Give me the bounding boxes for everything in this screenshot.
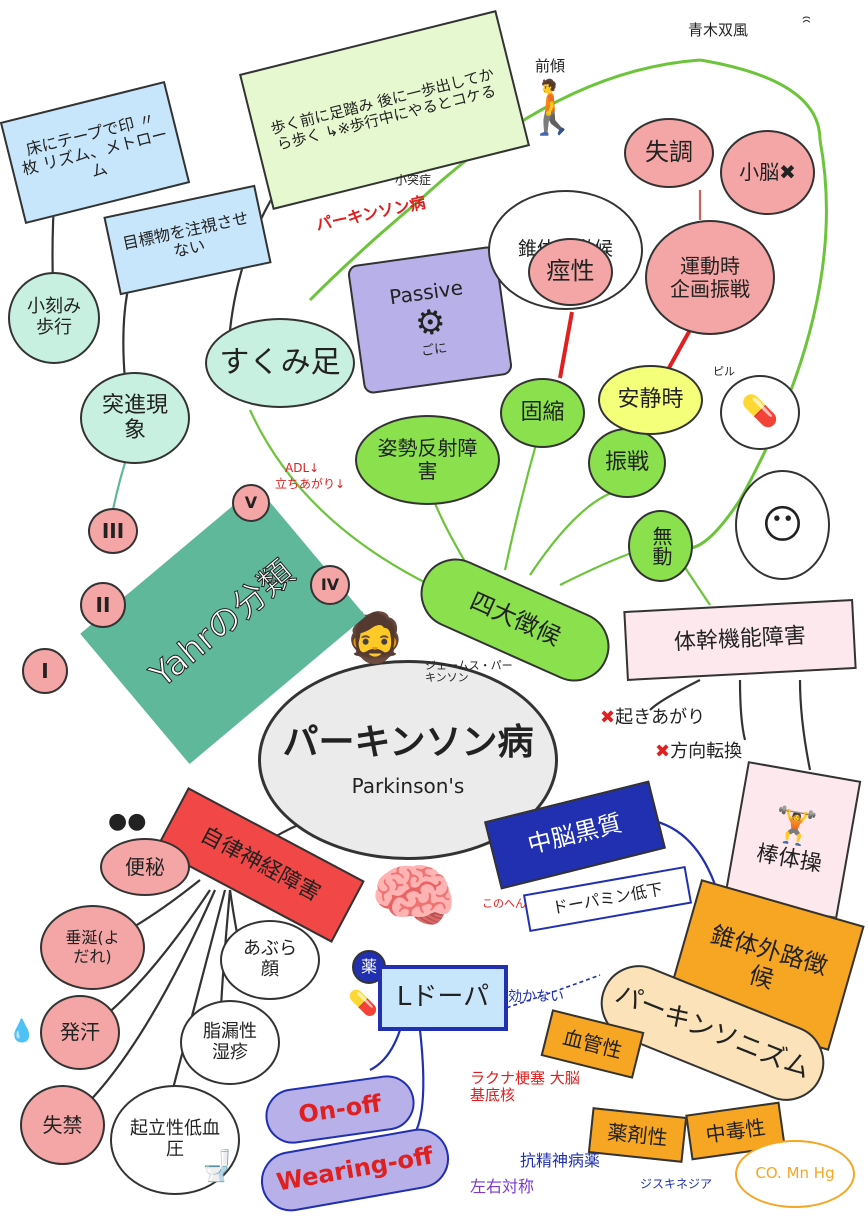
yahr-stage-3: III: [88, 508, 138, 554]
yahr-stage-5: V: [232, 484, 270, 522]
vascular-note: ラクナ梗塞 大脳基底核: [470, 1069, 580, 1104]
arrow-note: このへん: [482, 897, 526, 910]
cerebellum-node: 小脳✖: [720, 130, 815, 215]
intention-label: 企画振戦: [670, 276, 750, 301]
frozen-gait-node: すくみ足: [205, 318, 355, 408]
drooling-node: 垂涎(よだれ): [40, 905, 145, 990]
pill-icon: 💊: [741, 394, 779, 430]
pill-note: ピル: [713, 365, 735, 378]
left-right-label: 左右対称: [470, 1177, 535, 1196]
standing-label: ✖起きあがり: [600, 707, 706, 728]
constipation-node: 便秘: [100, 838, 190, 896]
turning-label: ✖方向転換: [655, 741, 743, 762]
tremor-node: 振戦: [588, 428, 666, 498]
incontinence-node: 失禁: [20, 1085, 105, 1165]
festination-node: 突進現象: [80, 372, 190, 464]
author-signature: 青木双風: [688, 21, 749, 39]
raindrop-icon: 💧: [8, 1019, 36, 1044]
drug-induced-node: 薬剤性: [587, 1107, 688, 1163]
orthostatic-node: 起立性低血圧: [110, 1085, 240, 1195]
center-node: パーキンソン病 Parkinson's: [258, 660, 558, 860]
stick-figure-icon: 🚶: [520, 78, 585, 138]
intention-node: 運動時 企画振戦: [645, 220, 775, 335]
seborrheic-node: 脂漏性湿疹: [180, 1000, 280, 1085]
oily-face-node: あぶら顔: [220, 920, 320, 1000]
akinesia-node: 無動: [628, 510, 693, 582]
drug-note-2: ジスキネジア: [640, 1177, 713, 1191]
center-subtitle: Parkinson's: [351, 774, 465, 799]
passive-box: Passive ⚙ ごに: [346, 245, 514, 395]
short-steps-node: 小刻み歩行: [8, 272, 100, 364]
ldopa-node: Lドーパ: [378, 965, 508, 1031]
motor-label: 運動時: [680, 253, 740, 278]
capsule-icon: 💊: [348, 989, 378, 1017]
trunk-node: 体幹機能障害: [623, 599, 857, 681]
face-bubble: 😶: [735, 470, 830, 580]
yahr-stage-4: IV: [310, 565, 350, 605]
small-note: 小突症: [395, 173, 432, 187]
pill-bubble: 💊: [720, 375, 800, 450]
x-mark-icon: ✖: [655, 741, 671, 762]
adl-note: ADL↓: [285, 461, 320, 475]
face-icon: 😶: [761, 502, 804, 548]
forward-lean-label: 前傾: [535, 57, 566, 75]
drug-note: 抗精神病薬: [520, 1151, 601, 1170]
brain-icon: 🧠: [370, 855, 458, 937]
not-effective-label: 効かない: [508, 989, 564, 1005]
yahr-stage-2: II: [80, 582, 126, 628]
postural-node: 姿勢反射障害: [355, 415, 500, 505]
standing-note: 立ちあがり↓: [275, 477, 346, 491]
yahr-stage-1: I: [22, 648, 68, 694]
gear-icon: ⚙: [412, 301, 449, 346]
spastic-node: 痙性: [528, 238, 613, 306]
x-mark-icon: ✖: [600, 707, 616, 728]
rigidity-node: 固縮: [500, 378, 585, 448]
toilet-icon: 🚽: [198, 1149, 236, 1184]
rest-node: 安静時: [598, 365, 703, 435]
toxic-note-bubble: CO. Mn Hg: [735, 1140, 855, 1208]
sweating-node: 発汗: [40, 995, 120, 1070]
cog-note: ごに: [420, 340, 449, 360]
yahr-title: Yahrの分類: [142, 553, 303, 697]
center-title: パーキンソン病: [282, 721, 534, 763]
poop-icon: ●●: [108, 809, 147, 834]
portrait-caption: ジェームス・パーキンソン: [425, 659, 513, 685]
ataxia-node: 失調: [624, 118, 714, 188]
